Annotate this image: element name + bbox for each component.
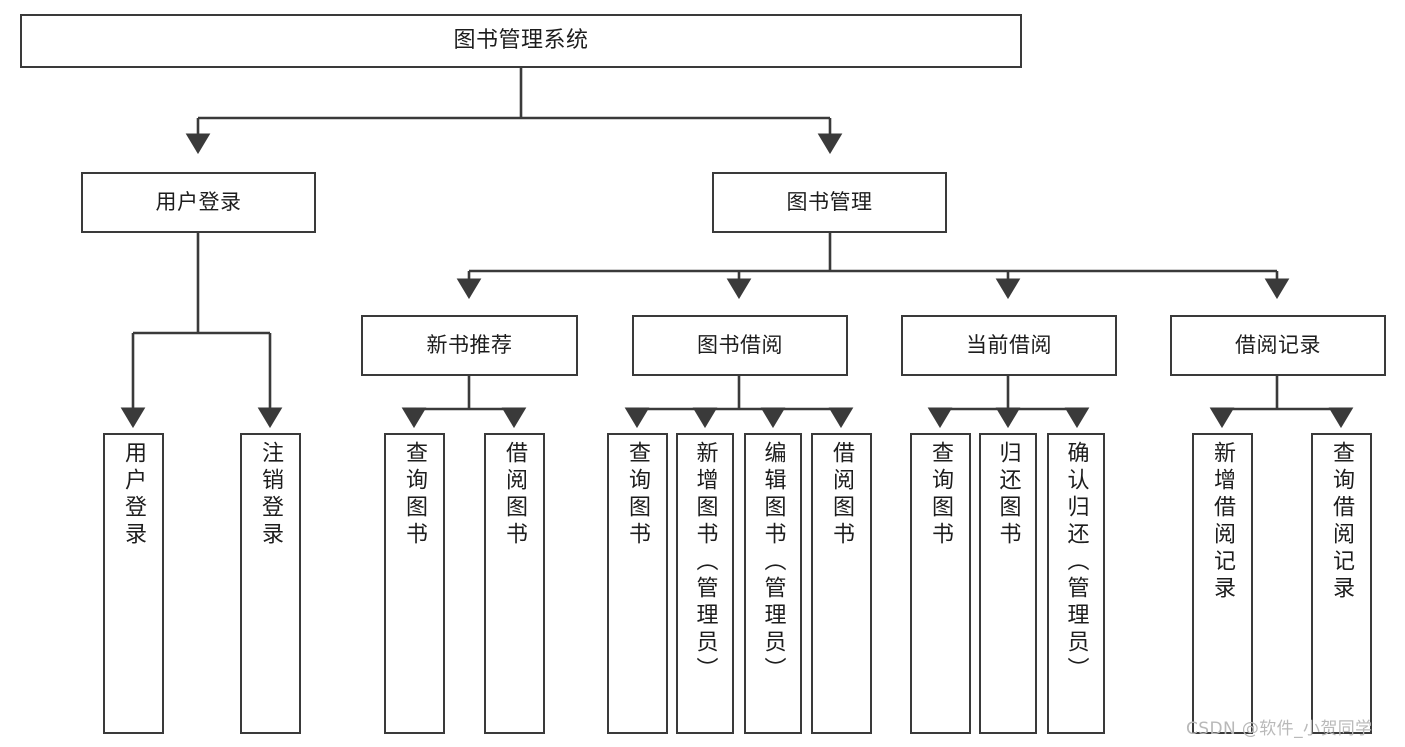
node-label: 查询借阅记录 <box>1329 441 1355 603</box>
leaf-add-book-admin[interactable]: 新增图书（管理员） <box>676 433 734 734</box>
node-current-borrow[interactable]: 当前借阅 <box>901 315 1117 376</box>
leaf-query-book-recommend[interactable]: 查询图书 <box>384 433 445 734</box>
leaf-query-book-borrow[interactable]: 查询图书 <box>607 433 668 734</box>
node-label: 新增图书（管理员） <box>692 441 718 684</box>
node-label: 新书推荐 <box>426 333 513 358</box>
node-label: 用户登录 <box>155 190 242 215</box>
node-label: 注销登录 <box>258 441 284 549</box>
node-label: 图书管理系统 <box>453 28 589 54</box>
node-label: 图书借阅 <box>697 333 783 358</box>
node-label: 查询图书 <box>402 441 428 549</box>
node-label: 借阅图书 <box>502 441 528 549</box>
node-label: 用户登录 <box>121 441 147 549</box>
leaf-query-book-current[interactable]: 查询图书 <box>910 433 971 734</box>
leaf-edit-book-admin[interactable]: 编辑图书（管理员） <box>744 433 802 734</box>
leaf-borrow-book-recommend[interactable]: 借阅图书 <box>484 433 545 734</box>
node-borrow-record[interactable]: 借阅记录 <box>1170 315 1386 376</box>
watermark-text: CSDN @软件_小贺同学 <box>1186 719 1373 739</box>
node-user-login[interactable]: 用户登录 <box>81 172 316 233</box>
node-label: 新增借阅记录 <box>1210 441 1236 603</box>
node-root-book-management-system[interactable]: 图书管理系统 <box>20 14 1022 68</box>
node-label: 当前借阅 <box>966 333 1052 358</box>
node-label: 确认归还（管理员） <box>1063 441 1089 684</box>
node-new-book-recommend[interactable]: 新书推荐 <box>361 315 578 376</box>
leaf-confirm-return-admin[interactable]: 确认归还（管理员） <box>1047 433 1105 734</box>
node-label: 归还图书 <box>995 441 1021 549</box>
leaf-query-borrow-record[interactable]: 查询借阅记录 <box>1311 433 1372 734</box>
leaf-user-login[interactable]: 用户登录 <box>103 433 164 734</box>
node-book-borrow[interactable]: 图书借阅 <box>632 315 848 376</box>
leaf-borrow-book[interactable]: 借阅图书 <box>811 433 872 734</box>
node-label: 查询图书 <box>928 441 954 549</box>
node-label: 编辑图书（管理员） <box>760 441 786 684</box>
leaf-return-book[interactable]: 归还图书 <box>979 433 1037 734</box>
leaf-add-borrow-record[interactable]: 新增借阅记录 <box>1192 433 1253 734</box>
node-label: 查询图书 <box>625 441 651 549</box>
node-book-management[interactable]: 图书管理 <box>712 172 947 233</box>
leaf-logout[interactable]: 注销登录 <box>240 433 301 734</box>
node-label: 借阅图书 <box>829 441 855 549</box>
node-label: 图书管理 <box>786 190 873 215</box>
node-label: 借阅记录 <box>1235 333 1321 358</box>
